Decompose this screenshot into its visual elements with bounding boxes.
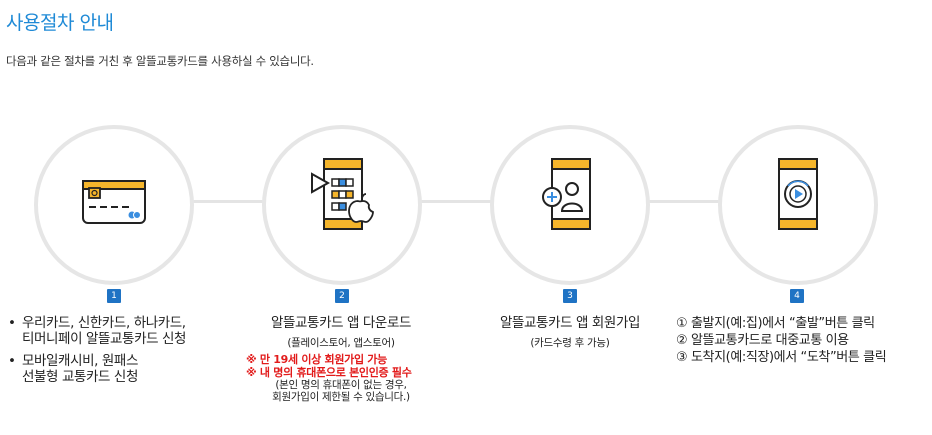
step-instruction: ② 알뜰교통카드로 대중교통 이용 — [676, 333, 849, 348]
warning-text: ※ 내 명의 휴대폰으로 본인인증 필수 — [246, 366, 412, 379]
user-signup-icon — [542, 158, 591, 230]
step-2-description: 알뜰교통카드 앱 다운로드 (플레이스토어, 앱스토어) ※ 만 19세 이상 … — [230, 315, 452, 403]
credit-card-icon — [82, 180, 146, 224]
step-badge: 3 — [563, 289, 577, 303]
step-instruction: ① 출발지(예:집)에서 “출발”버튼 클릭 — [676, 316, 875, 331]
step-instruction: ③ 도착지(예:직장)에서 “도착”버튼 클릭 — [676, 350, 887, 365]
bullet-line: 선불형 교통카드 신청 — [22, 369, 138, 385]
bullet-line: 우리카드, 신한카드, 하나카드, — [22, 315, 186, 331]
step-4-description: ① 출발지(예:집)에서 “출발”버튼 클릭 ② 알뜰교통카드로 대중교통 이용… — [676, 315, 930, 366]
connector-line — [188, 200, 308, 203]
step-badge: 2 — [335, 289, 349, 303]
extra-note: 회원가입이 제한될 수 있습니다.) — [272, 391, 410, 403]
step-1-description: • 우리카드, 신한카드, 하나카드, 티머니페이 알뜰교통카드 신청 • 모바… — [8, 315, 238, 385]
step-title: 알뜰교통카드 앱 다운로드 — [270, 315, 411, 331]
step-3-circle — [490, 125, 650, 285]
bullet-item: • 모바일캐시비, 원패스 선불형 교통카드 신청 — [8, 353, 138, 385]
page-subtitle: 다음과 같은 절차를 거친 후 알뜰교통카드를 사용하실 수 있습니다. — [6, 54, 314, 68]
step-4-circle — [718, 125, 878, 285]
bullet-item: • 우리카드, 신한카드, 하나카드, 티머니페이 알뜰교통카드 신청 — [8, 315, 187, 347]
step-title: 알뜰교통카드 앱 회원가입 — [499, 315, 640, 331]
step-badge: 1 — [107, 289, 121, 303]
connector-line — [646, 200, 766, 203]
warning-text: ※ 만 19세 이상 회원가입 가능 — [246, 353, 387, 366]
step-1-circle — [34, 125, 194, 285]
page-title: 사용절차 안내 — [6, 12, 114, 34]
step-3-description: 알뜰교통카드 앱 회원가입 (카드수령 후 가능) — [460, 315, 680, 349]
bullet-line: 모바일캐시비, 원패스 — [22, 353, 138, 369]
connector-line — [416, 200, 536, 203]
step-note: (카드수령 후 가능) — [530, 337, 610, 349]
step-note: (플레이스토어, 앱스토어) — [287, 337, 395, 349]
step-badge: 4 — [790, 289, 804, 303]
app-download-icon — [311, 158, 374, 230]
bullet-line: 티머니페이 알뜰교통카드 신청 — [22, 331, 187, 347]
step-2-circle — [262, 125, 422, 285]
extra-note: (본인 명의 휴대폰이 없는 경우, — [275, 379, 407, 391]
play-record-icon — [778, 158, 818, 230]
